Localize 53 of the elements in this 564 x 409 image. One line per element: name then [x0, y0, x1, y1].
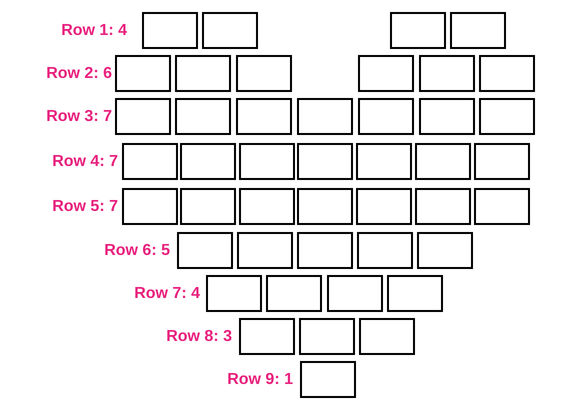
empty-box	[390, 12, 446, 49]
empty-box	[417, 232, 473, 269]
empty-box	[266, 275, 322, 312]
empty-box	[358, 98, 414, 135]
empty-box	[415, 143, 471, 180]
empty-box	[122, 143, 178, 180]
row-label: Row 7: 4	[134, 284, 200, 304]
empty-box	[419, 98, 475, 135]
empty-box	[239, 318, 295, 355]
empty-box	[300, 361, 356, 398]
empty-box	[356, 143, 412, 180]
row-label: Row 8: 3	[166, 327, 232, 347]
empty-box	[122, 188, 178, 225]
empty-box	[115, 55, 171, 92]
empty-box	[175, 98, 231, 135]
empty-box	[419, 55, 475, 92]
empty-box	[236, 98, 292, 135]
row-label: Row 1: 4	[61, 21, 127, 41]
empty-box	[299, 318, 355, 355]
empty-box	[239, 188, 295, 225]
row-label: Row 3: 7	[46, 107, 112, 127]
empty-box	[327, 275, 383, 312]
empty-box	[180, 188, 236, 225]
row-label: Row 6: 5	[104, 241, 170, 261]
empty-box	[177, 232, 233, 269]
empty-box	[479, 98, 535, 135]
empty-box	[297, 98, 353, 135]
row-label: Row 2: 6	[46, 64, 112, 84]
row-label: Row 4: 7	[52, 152, 118, 172]
empty-box	[180, 143, 236, 180]
empty-box	[474, 143, 530, 180]
empty-box	[239, 143, 295, 180]
empty-box	[297, 232, 353, 269]
empty-box	[387, 275, 443, 312]
empty-box	[479, 55, 535, 92]
empty-box	[202, 12, 258, 49]
empty-box	[206, 275, 262, 312]
empty-box	[297, 143, 353, 180]
empty-box	[357, 232, 413, 269]
row-label: Row 9: 1	[227, 370, 293, 390]
empty-box	[474, 188, 530, 225]
empty-box	[358, 55, 414, 92]
empty-box	[415, 188, 471, 225]
empty-box	[115, 98, 171, 135]
empty-box	[359, 318, 415, 355]
empty-box	[356, 188, 412, 225]
empty-box	[142, 12, 198, 49]
empty-box	[237, 232, 293, 269]
empty-box	[450, 12, 506, 49]
empty-box	[175, 55, 231, 92]
empty-box	[297, 188, 353, 225]
row-label: Row 5: 7	[52, 197, 118, 217]
empty-box	[236, 55, 292, 92]
